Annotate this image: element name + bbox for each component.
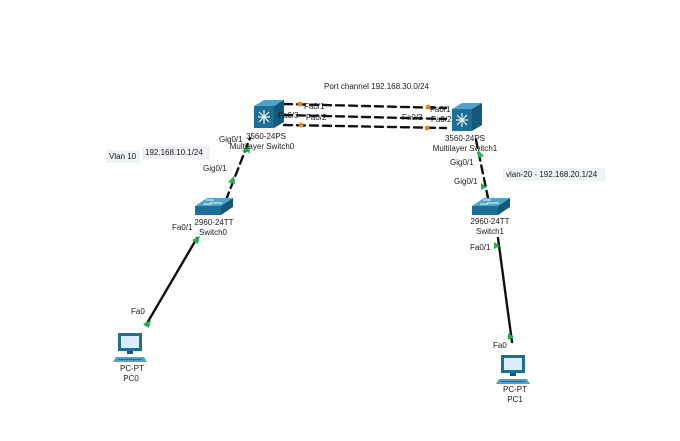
pc-icon bbox=[496, 355, 530, 384]
port-label-sw1-gig01: Gig0/1 bbox=[454, 177, 478, 186]
port-label-ml0-gig01: Gig0/1 bbox=[219, 135, 243, 144]
ml1-model-label: 3560-24PS bbox=[445, 134, 485, 143]
port-label-ml0-fa01: Fa0/1 bbox=[304, 102, 325, 111]
port-channel-label: Port channel 192.168.30.0/24 bbox=[324, 82, 430, 91]
status-up-marker bbox=[228, 176, 235, 184]
link-fa03-ml0-ml1[interactable] bbox=[282, 123, 448, 130]
status-up-marker bbox=[494, 242, 500, 249]
port-labels: Fa0/1 Fa0/2 Fa0/3 Fa0/1 Fa0/2 Fa0/3 Gig0… bbox=[131, 102, 507, 350]
sw1-model-label: 2960-24TT bbox=[470, 217, 509, 226]
status-up-marker bbox=[192, 236, 200, 244]
port-label-ml0-fa02: Fa0/2 bbox=[306, 113, 327, 122]
multilayer-switch-icon bbox=[452, 103, 482, 131]
note-vlan10-ip[interactable]: 192.168.10.1/24 bbox=[142, 146, 210, 159]
status-up-marker bbox=[478, 150, 484, 158]
vlan20-label: vlan-20 - 192.168.20.1/24 bbox=[506, 170, 598, 179]
switch0[interactable] bbox=[195, 198, 233, 215]
sw1-name-label: Switch1 bbox=[476, 227, 505, 236]
port-label-sw1-fa01: Fa0/1 bbox=[470, 243, 491, 252]
note-port-channel[interactable]: Port channel 192.168.30.0/24 bbox=[324, 82, 430, 91]
port-label-sw0-gig01: Gig0/1 bbox=[203, 164, 227, 173]
pc1-model-label: PC-PT bbox=[503, 385, 527, 394]
status-pending-marker bbox=[424, 125, 430, 131]
switch-icon bbox=[195, 198, 233, 215]
sw0-model-label: 2960-24TT bbox=[194, 218, 233, 227]
link-pc1-switch1[interactable] bbox=[496, 236, 514, 344]
ml0-model-label: 3560-24PS bbox=[246, 132, 286, 141]
link-fa01-ml0-ml1[interactable] bbox=[282, 102, 448, 110]
port-label-ml1-fa02: Fa0/2 bbox=[431, 115, 452, 124]
port-label-ml1-fa03: Fa0/3 bbox=[402, 113, 423, 122]
sw0-name-label: Switch0 bbox=[199, 228, 228, 237]
link-switch1-ml1[interactable] bbox=[474, 138, 490, 200]
multilayer-switch-icon bbox=[254, 100, 284, 128]
port-label-ml0-fa03: Fa0/3 bbox=[278, 111, 299, 120]
switch1[interactable] bbox=[472, 198, 510, 215]
link-pc0-switch0[interactable] bbox=[144, 236, 199, 327]
status-up-marker bbox=[481, 183, 487, 190]
device-labels: 3560-24PS Multilayer Switch0 3560-24PS M… bbox=[120, 132, 527, 404]
pc-icon bbox=[113, 333, 147, 362]
status-up-marker bbox=[508, 333, 514, 340]
port-label-pc1-fa0: Fa0 bbox=[493, 341, 507, 350]
link-fa02-ml0-ml1[interactable] bbox=[282, 113, 448, 121]
ml1-name-label: Multilayer Switch1 bbox=[433, 144, 498, 153]
status-pending-marker bbox=[297, 101, 303, 107]
pc0-name-label: PC0 bbox=[123, 374, 139, 383]
port-label-sw0-fa01: Fa0/1 bbox=[172, 223, 193, 232]
port-label-ml1-gig01: Gig0/1 bbox=[450, 158, 474, 167]
switch-icon bbox=[472, 198, 510, 215]
status-up-marker bbox=[242, 145, 250, 153]
port-label-ml1-fa01: Fa0/1 bbox=[430, 105, 451, 114]
status-up-marker bbox=[143, 320, 151, 328]
link-markers bbox=[143, 101, 514, 340]
vlan10-ip-label: 192.168.10.1/24 bbox=[145, 148, 203, 157]
status-pending-marker bbox=[425, 104, 431, 110]
note-vlan10[interactable]: Vlan 10 bbox=[106, 150, 140, 163]
note-vlan20[interactable]: vlan-20 - 192.168.20.1/24 bbox=[503, 168, 605, 181]
pc0-model-label: PC-PT bbox=[120, 364, 144, 373]
multilayer-switch1[interactable] bbox=[452, 103, 482, 131]
port-label-pc0-fa0: Fa0 bbox=[131, 307, 145, 316]
vlan10-label: Vlan 10 bbox=[109, 152, 137, 161]
pc1-name-label: PC1 bbox=[507, 395, 523, 404]
ml0-name-label: Multilayer Switch0 bbox=[230, 142, 295, 151]
multilayer-switch0[interactable] bbox=[254, 100, 284, 128]
pc1[interactable] bbox=[496, 355, 530, 384]
status-pending-marker bbox=[298, 122, 304, 128]
pc0[interactable] bbox=[113, 333, 147, 362]
